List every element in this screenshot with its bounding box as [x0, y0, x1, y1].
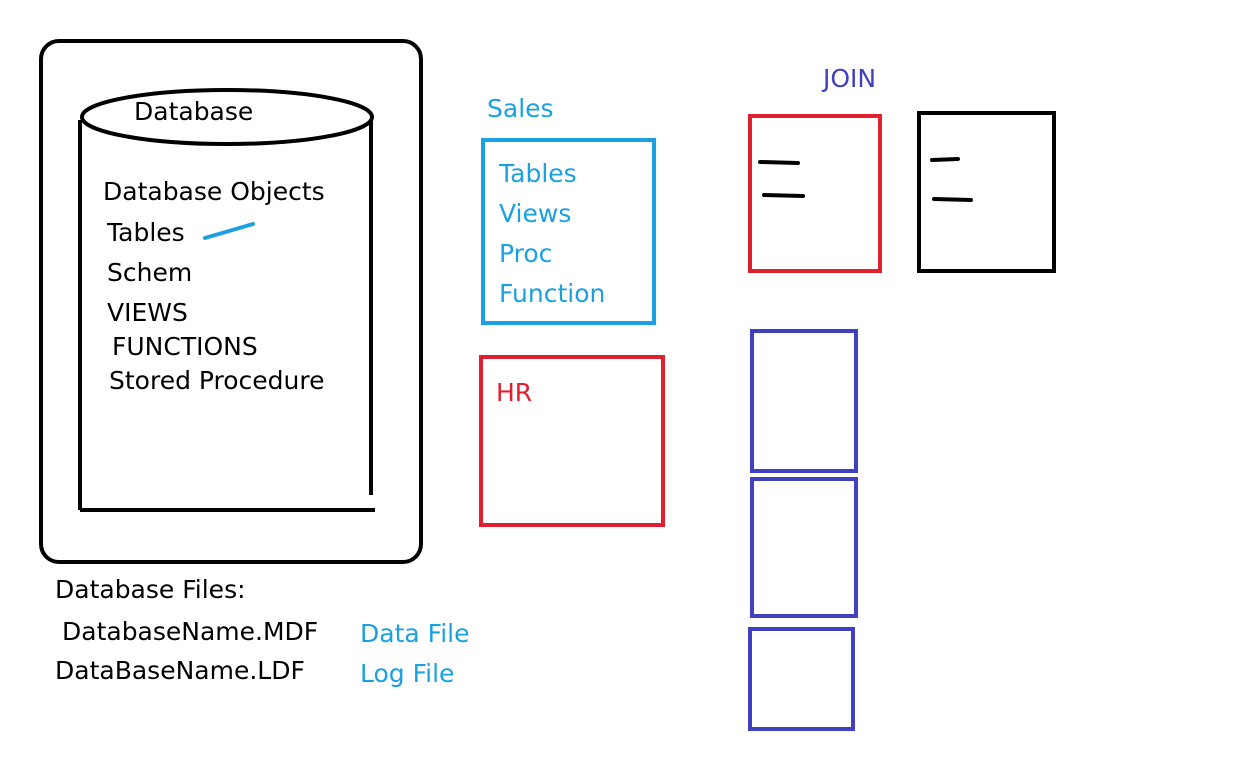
object-schema: Schem: [107, 258, 193, 287]
mdf-file-name: DatabaseName.MDF: [62, 617, 319, 646]
object-functions: FUNCTIONS: [112, 332, 258, 361]
sales-item-tables: Tables: [499, 159, 577, 188]
join-right-row-2: [932, 197, 973, 202]
sales-schema-box: [481, 138, 656, 325]
blue-box-3: [748, 627, 855, 731]
object-tables: Tables: [107, 218, 185, 247]
join-table-right: [917, 111, 1056, 273]
join-label: JOIN: [823, 64, 877, 93]
join-table-left: [748, 114, 882, 273]
sales-item-proc: Proc: [499, 239, 553, 268]
object-stored-procedure: Stored Procedure: [109, 366, 325, 395]
object-views: VIEWS: [107, 298, 188, 327]
files-heading: Database Files:: [55, 575, 246, 604]
hr-label: HR: [496, 378, 533, 407]
sales-item-function: Function: [499, 279, 606, 308]
join-left-row-1: [758, 160, 800, 165]
sales-item-views: Views: [499, 199, 572, 228]
database-container: [39, 39, 423, 564]
objects-heading: Database Objects: [103, 177, 325, 206]
ldf-file-name: DataBaseName.LDF: [55, 656, 305, 685]
hr-schema-box: [479, 355, 665, 527]
blue-box-1: [750, 329, 858, 473]
cylinder-label: Database: [134, 97, 254, 126]
mdf-file-desc: Data File: [360, 619, 470, 648]
sales-label: Sales: [487, 94, 554, 123]
ldf-file-desc: Log File: [360, 659, 455, 688]
cylinder-top: [80, 88, 374, 146]
join-left-row-2: [762, 193, 805, 198]
blue-box-2: [750, 477, 858, 618]
tables-annotation-stroke: [203, 222, 255, 240]
join-right-row-1: [930, 157, 960, 162]
